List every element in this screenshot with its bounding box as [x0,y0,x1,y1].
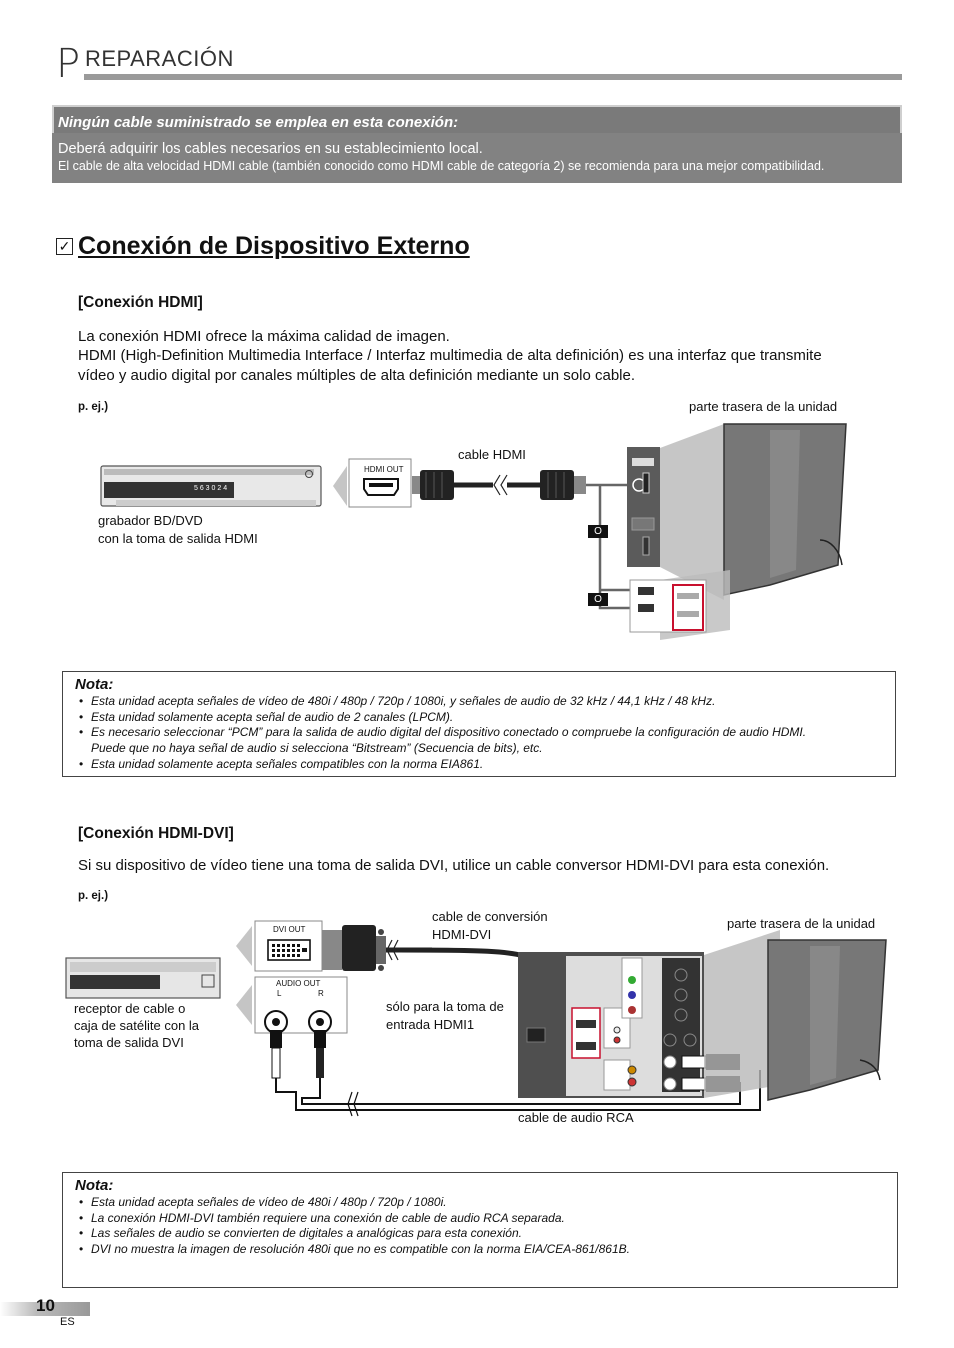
audio-r-label: R [318,989,324,998]
dvi-paragraph: Si su dispositivo de vídeo tiene una tom… [78,857,830,874]
note-1-item: Esta unidad acepta señales de vídeo de 4… [79,694,806,710]
hdmi-cable-icon [412,470,586,500]
hdmi-paragraph-1: La conexión HDMI ofrece la máxima calida… [78,328,450,345]
dvi-conv-label-2: HDMI-DVI [432,927,492,942]
hdmi-heading: [Conexión HDMI] [78,294,203,311]
note-box-2: Nota: Esta unidad acepta señales de víde… [62,1172,898,1288]
or-label-1: O [588,525,608,538]
page-number: 10 [36,1296,55,1315]
info-box-header [52,105,902,133]
note-2-title: Nota: [75,1177,114,1194]
info-box-line1: Deberá adquirir los cables necesarios en… [58,141,483,157]
rca-cable-icon [270,1030,761,1117]
hdmi-device-label-2: con la toma de salida HDMI [98,531,258,546]
language-code: ES [60,1316,75,1328]
receiver-label-2: caja de satélite con la [74,1018,200,1033]
rca-jack-icon [264,1010,332,1034]
dvi-port-icon [267,939,311,961]
note-1-title: Nota: [75,676,114,693]
hdmi-rear-label: parte trasera de la unidad [689,399,838,414]
note-1-item: Esta unidad solamente acepta señales com… [79,757,806,773]
dvi-only-label-2: entrada HDMI1 [386,1017,475,1032]
receiver-label-3: toma de salida DVI [74,1035,184,1050]
receiver-label-1: receptor de cable o [74,1001,186,1016]
hdmi-cable-label: cable HDMI [458,447,526,462]
tv-rear-icon [723,423,847,596]
header-rule [84,74,902,80]
cable-receiver-icon [65,957,221,999]
page-number-bar [0,1302,90,1316]
audio-l-label: L [277,989,282,998]
note-1-list: Esta unidad acepta señales de vídeo de 4… [79,694,806,773]
header-initial: P [56,41,81,87]
hdmi-out-label: HDMI OUT [364,465,404,474]
note-2-item: DVI no muestra la imagen de resolución 4… [79,1242,630,1258]
dvi-heading: [Conexión HDMI-DVI] [78,825,234,842]
note-1-item: Esta unidad solamente acepta señal de au… [79,710,806,726]
hdmi-example-label: p. ej.) [78,401,109,413]
audio-out-label: AUDIO OUT [276,979,321,988]
note-2-item: Esta unidad acepta señales de vídeo de 4… [79,1195,630,1211]
note-1-item: Es necesario seleccionar “PCM” para la s… [79,725,806,741]
info-box-title: Ningún cable suministrado se emplea en e… [58,114,459,131]
note-box-1: Nota: Esta unidad acepta señales de víde… [62,671,896,777]
header-title: REPARACIÓN [85,46,234,71]
note-2-item: Las señales de audio se convierten de di… [79,1226,630,1242]
rca-cable-label: cable de audio RCA [518,1110,634,1125]
section-title: Conexión de Dispositivo Externo [78,232,470,260]
dvi-conv-label-1: cable de conversión [432,909,548,924]
note-1-item-cont: Puede que no haya señal de audio si sele… [79,741,806,757]
dvi-example-label: p. ej.) [78,890,109,902]
note-2-item: La conexión HDMI-DVI también requiere un… [79,1211,630,1227]
hdmi-paragraph-2: HDMI (High-Definition Multimedia Interfa… [78,347,822,364]
dvi-only-label-1: sólo para la toma de [386,999,504,1014]
info-box-line2: El cable de alta velocidad HDMI cable (t… [58,159,825,173]
or-label-2: O [588,593,608,606]
hdmi-paragraph-3: vídeo y audio digital por canales múltip… [78,367,636,384]
dvi-rear-label: parte trasera de la unidad [727,916,876,931]
tv-rear-icon-2 [767,939,887,1101]
recorder-display: 5 6 3 0 2 4 [194,485,228,492]
note-2-list: Esta unidad acepta señales de vídeo de 4… [79,1195,630,1258]
info-box: Ningún cable suministrado se emplea en e… [52,105,902,183]
dvi-out-label: DVI OUT [273,925,306,934]
hdmi-device-label-1: grabador BD/DVD [98,513,203,528]
checkbox-icon: ✓ [56,238,73,255]
note-1-item-3-continuation: Puede que no haya señal de audio si sele… [91,741,543,756]
hdmi-port-icon [363,478,399,496]
